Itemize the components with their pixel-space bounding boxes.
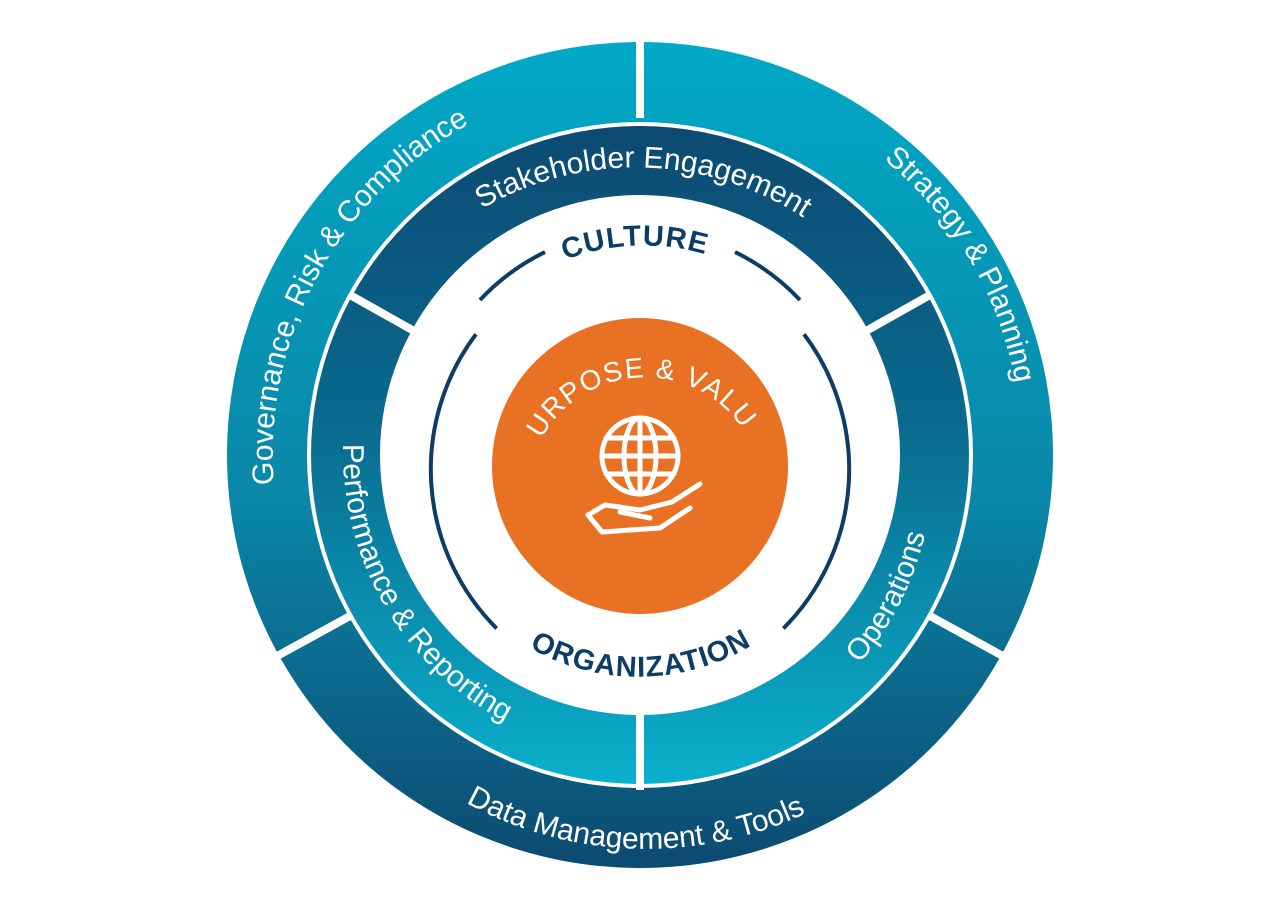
ring-line-left bbox=[428, 332, 499, 630]
ring-line-top-right bbox=[734, 250, 802, 302]
outer-ring-dividers bbox=[268, 35, 1012, 664]
globe-in-hand-icon bbox=[585, 415, 703, 535]
ring-line-top-left bbox=[478, 250, 546, 302]
ring-line-right bbox=[781, 332, 852, 630]
culture-organization-ring bbox=[428, 250, 852, 630]
